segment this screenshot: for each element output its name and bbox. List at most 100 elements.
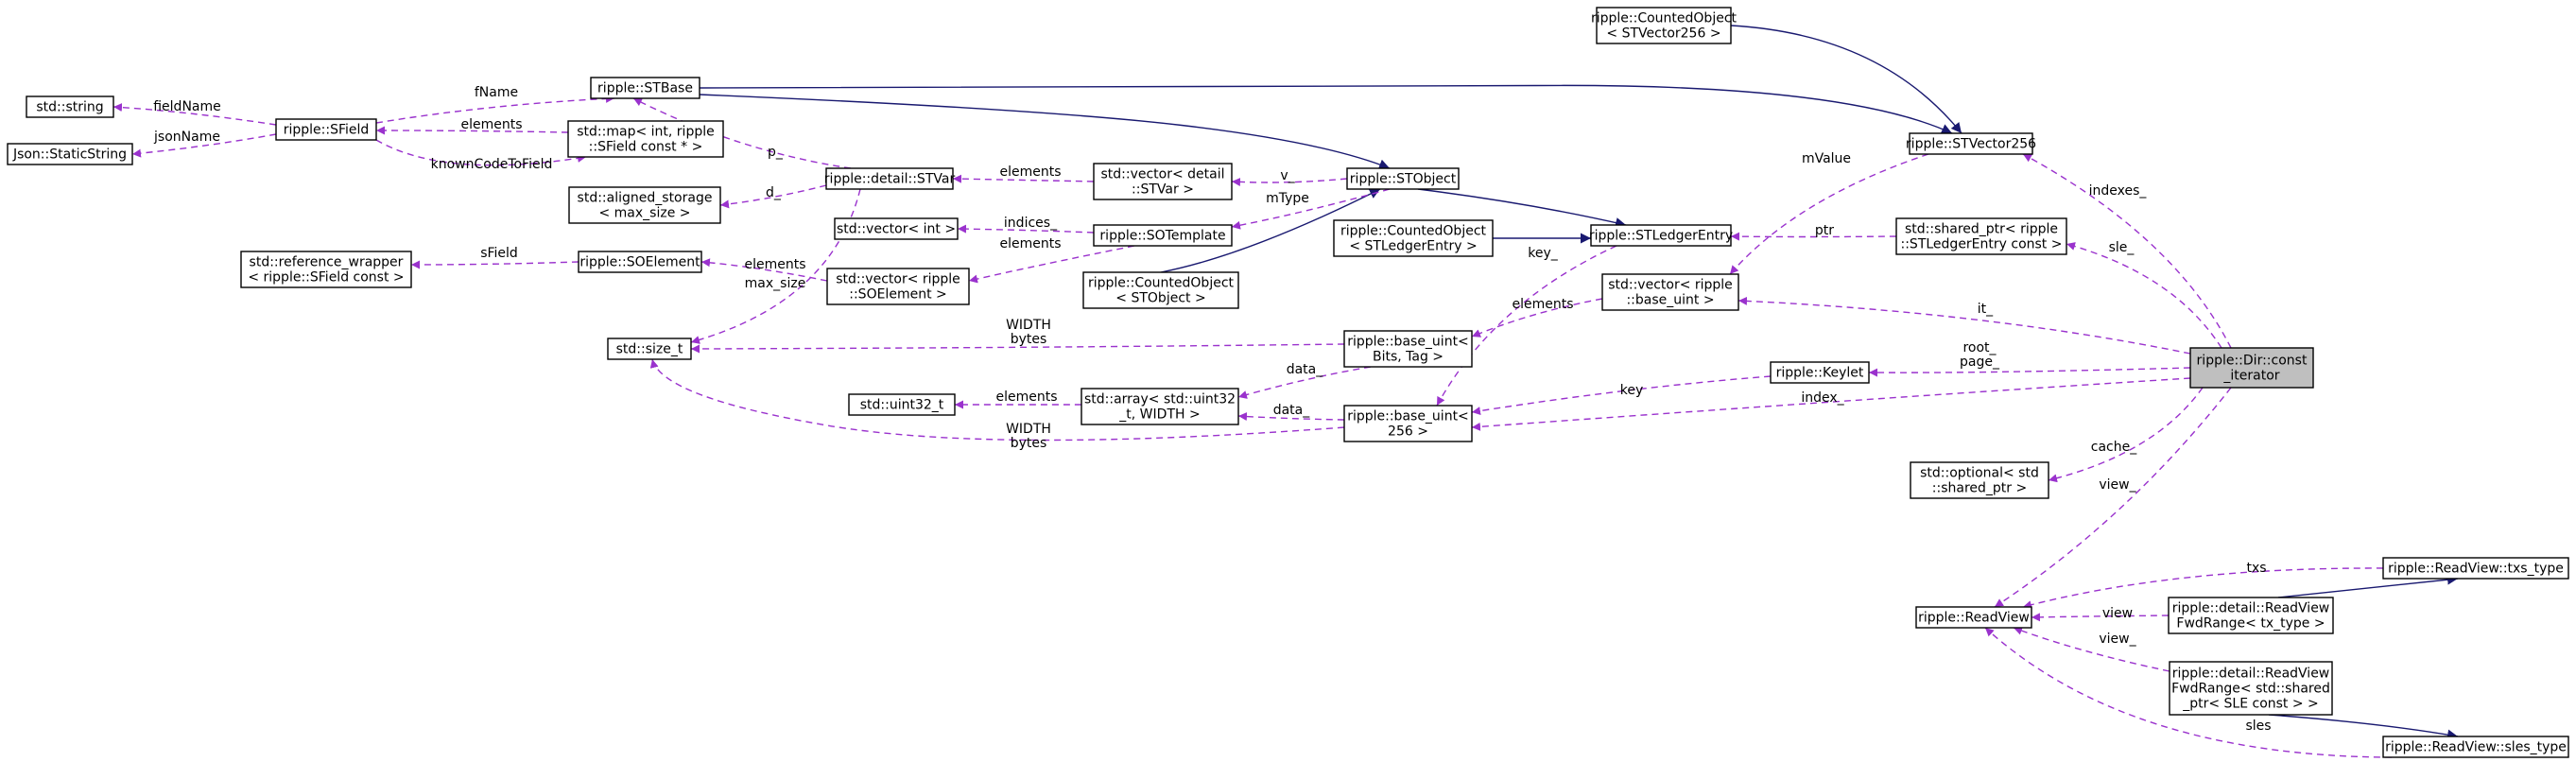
edge-vec_base_uint-to-base_uint_bits — [1471, 298, 1603, 338]
edge-sfield-to-stbase — [375, 94, 615, 124]
edge-dir_iter-to-vec_base_uint — [1738, 296, 2191, 355]
class-node-box — [2189, 347, 2314, 389]
class-node-keylet[interactable]: ripple::Keylet — [1770, 361, 1870, 384]
class-node-label: ripple::Keylet — [1776, 366, 1864, 381]
class-node-label: std::vector< ripple — [1608, 278, 1733, 293]
class-node-box — [1093, 224, 1233, 247]
class-node-readview[interactable]: ripple::ReadView — [1915, 606, 2032, 629]
usage-arrow — [375, 94, 615, 124]
class-node-aligned_storage[interactable]: std::aligned_storage< max_size > — [568, 186, 721, 224]
edge-label: v_ — [1280, 168, 1295, 183]
edge-label: elements — [999, 236, 1061, 251]
class-node-label: ripple::detail::ReadView — [2172, 601, 2330, 616]
edge-co_stvector256-to-stvector256 — [1730, 25, 1962, 134]
usage-arrow — [1471, 377, 2191, 431]
class-node-label: Json::StaticString — [12, 147, 127, 163]
edge-soelement-to-ref_wrapper — [410, 260, 579, 269]
class-node-box — [2168, 597, 2334, 634]
usage-arrow — [1231, 188, 1391, 230]
class-node-std_map[interactable]: std::map< int, ripple::SField const * > — [567, 120, 724, 158]
edge-label: it_ — [1978, 302, 1994, 317]
class-node-txs_type[interactable]: ripple::ReadView::txs_type — [2382, 557, 2569, 580]
edge-stvector256-to-vec_base_uint — [1729, 153, 1929, 275]
edge-vec_stvar-to-stvar — [952, 174, 1095, 183]
class-node-label: _iterator — [2222, 369, 2279, 384]
edge-base_uint_256-to-size_t — [649, 358, 1345, 442]
class-node-label: < max_size > — [598, 206, 690, 221]
class-node-vec_soelement[interactable]: std::vector< ripple::SOElement > — [826, 268, 970, 305]
class-node-label: ripple::STVector256 — [1906, 137, 2036, 152]
inheritance-arrow — [699, 84, 1953, 134]
class-node-label: Bits, Tag > — [1373, 350, 1444, 365]
class-node-box — [1770, 361, 1870, 384]
class-node-size_t[interactable]: std::size_t — [607, 338, 692, 360]
usage-arrow — [649, 358, 1345, 442]
edge-base_uint_256-to-std_array — [1237, 412, 1345, 422]
edge-label: root_page_ — [1960, 340, 2000, 370]
class-node-label: FwdRange< std::shared — [2171, 682, 2330, 697]
class-node-stledger[interactable]: ripple::STLedgerEntry — [1589, 224, 1733, 247]
edge-stbase-to-stvector256 — [699, 84, 1953, 134]
class-node-std_string[interactable]: std::string — [26, 95, 114, 118]
class-node-shared_ptr_stledger[interactable]: std::shared_ptr< ripple::STLedgerEntry c… — [1895, 217, 2067, 255]
edge-dir_iter-to-shared_ptr_stledger — [2066, 242, 2222, 349]
edge-label: view_ — [2099, 477, 2136, 493]
class-node-sles_type[interactable]: ripple::ReadView::sles_type — [2382, 736, 2569, 758]
class-node-soelement[interactable]: ripple::SOElement — [578, 251, 702, 273]
class-node-vec_stvar[interactable]: std::vector< detail::STVar > — [1093, 163, 1233, 200]
class-node-box — [1910, 461, 2049, 499]
class-node-box — [825, 167, 954, 190]
usage-arrow — [410, 260, 579, 269]
edge-fwd_tx-to-readview — [2031, 613, 2170, 622]
inheritance-arrow — [2277, 574, 2459, 598]
class-node-stbase[interactable]: ripple::STBase — [590, 77, 700, 99]
edge-label: max_size — [745, 276, 806, 291]
class-node-ref_wrapper[interactable]: std::reference_wrapper< ripple::SField c… — [240, 251, 412, 288]
class-node-dir_iter[interactable]: ripple::Dir::const_iterator — [2189, 347, 2314, 389]
usage-arrow — [2048, 387, 2204, 483]
class-node-box — [1082, 271, 1239, 309]
class-node-sotemplate[interactable]: ripple::SOTemplate — [1093, 224, 1233, 247]
class-node-label: ripple::SField — [284, 123, 370, 138]
class-node-label: ripple::ReadView — [1918, 611, 2030, 626]
class-node-label: ::base_uint > — [1626, 293, 1714, 308]
class-node-uint32[interactable]: std::uint32_t — [848, 393, 956, 416]
edge-label: elements — [995, 390, 1057, 405]
class-node-co_stvector256[interactable]: ripple::CountedObject< STVector256 > — [1591, 7, 1738, 44]
class-node-label: std::optional< std — [1920, 466, 2039, 481]
class-node-base_uint_256[interactable]: ripple::base_uint<256 > — [1343, 405, 1473, 442]
usage-arrow — [700, 258, 828, 282]
usage-arrow — [632, 97, 852, 169]
class-node-co_stledger[interactable]: ripple::CountedObject< STLedgerEntry > — [1333, 219, 1494, 257]
usage-arrow — [375, 126, 569, 135]
class-node-json_static[interactable]: Json::StaticString — [7, 143, 133, 165]
class-node-stvar[interactable]: ripple::detail::STVar — [824, 167, 956, 190]
class-node-base_uint_bits[interactable]: ripple::base_uint<Bits, Tag > — [1343, 330, 1473, 368]
class-node-label: ripple::STBase — [597, 81, 693, 96]
class-node-box — [568, 186, 721, 224]
edge-sles_type-to-readview — [1984, 627, 2393, 758]
class-node-opt_shared_ptr[interactable]: std::optional< std::shared_ptr > — [1910, 461, 2049, 499]
edge-dir_iter-to-keylet — [1868, 367, 2191, 377]
edge-stobject-to-vec_stvar — [1231, 177, 1348, 186]
edge-std_map-to-sfield — [375, 126, 569, 135]
class-node-sfield[interactable]: ripple::SField — [275, 118, 377, 141]
usage-arrow — [2031, 613, 2170, 622]
class-node-vec_int[interactable]: std::vector< int > — [834, 217, 959, 240]
class-node-label: ::STLedgerEntry const > — [1901, 237, 2063, 252]
edge-shared_ptr_stledger-to-stledger — [1730, 232, 1897, 241]
class-node-box — [848, 393, 956, 416]
class-node-vec_base_uint[interactable]: std::vector< ripple::base_uint > — [1601, 273, 1739, 311]
edge-sotemplate-to-vec_soelement — [968, 245, 1135, 284]
usage-arrow — [112, 103, 277, 126]
class-node-stobject[interactable]: ripple::STObject — [1346, 167, 1460, 190]
class-node-co_stobject[interactable]: ripple::CountedObject< STObject > — [1082, 271, 1239, 309]
class-node-label: std::vector< ripple — [836, 272, 960, 287]
class-node-stvector256[interactable]: ripple::STVector256 — [1906, 132, 2036, 155]
class-node-box — [578, 251, 702, 273]
class-node-label: std::aligned_storage — [578, 191, 713, 206]
class-node-std_array[interactable]: std::array< std::uint32_t, WIDTH > — [1081, 388, 1239, 425]
